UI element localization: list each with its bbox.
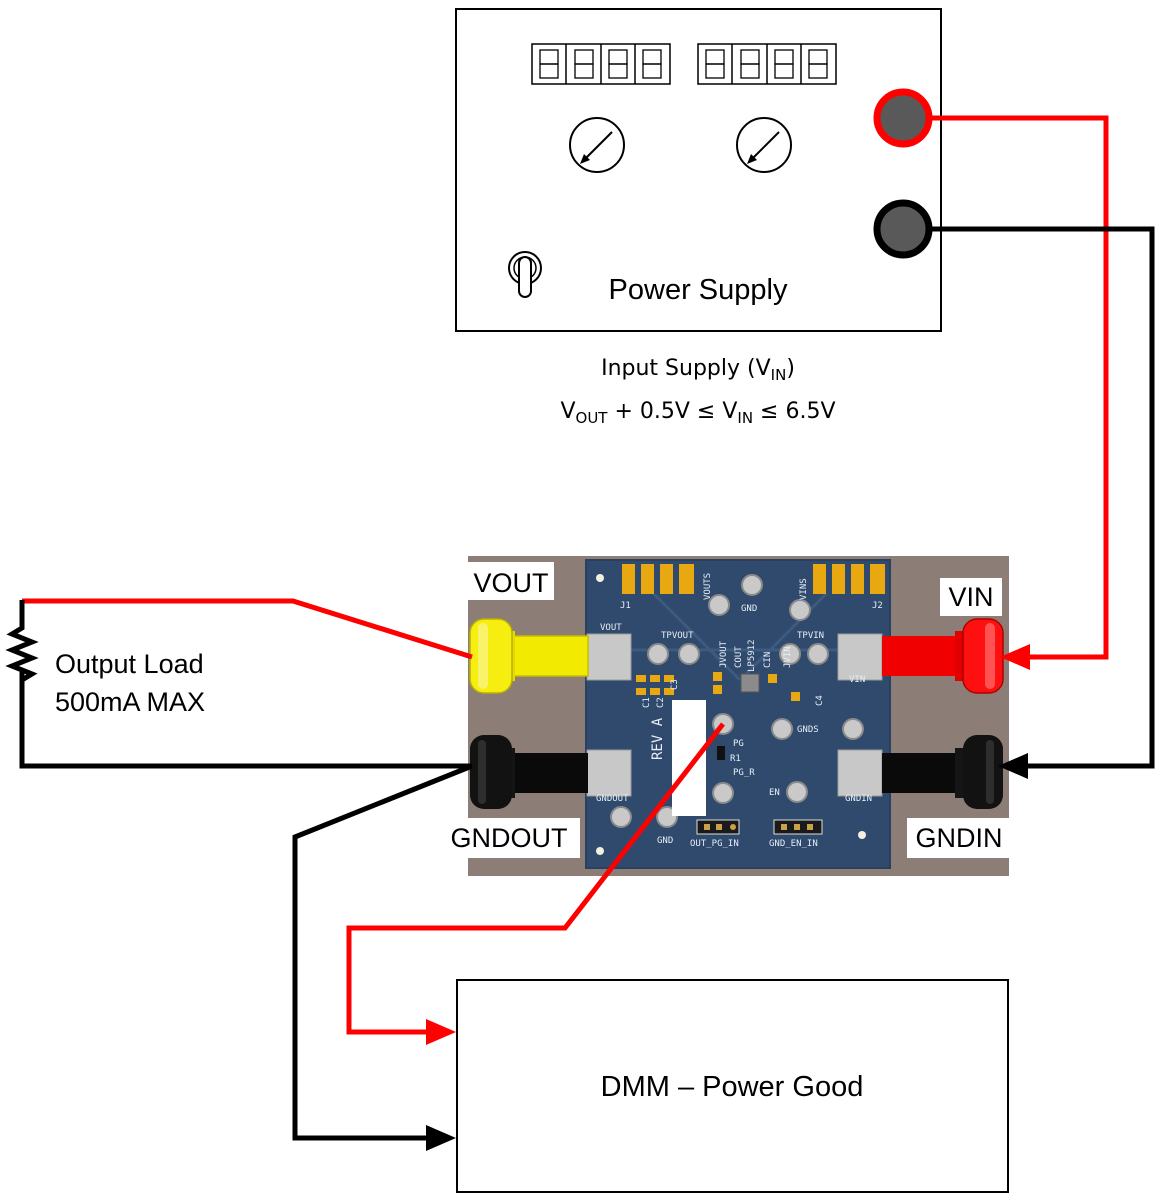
dmm-box: DMM – Power Good	[456, 979, 1009, 1193]
pcb-vin-label: VIN	[849, 675, 865, 685]
left-seven-segment-display	[531, 43, 671, 85]
pcb-vout-label: VOUT	[600, 623, 622, 633]
load-label-line1: Output Load	[55, 649, 204, 679]
right-seven-segment-display	[697, 43, 837, 85]
power-toggle-switch-icon[interactable]	[508, 251, 542, 298]
gndin-label-bg	[907, 818, 1011, 858]
jumper-gnd-en-in[interactable]	[773, 819, 823, 835]
pcb-lp5912-label: LP5912	[747, 639, 757, 672]
load-label-line2: 500mA MAX	[55, 687, 205, 717]
pcb-tpvin-label: TPVIN	[797, 631, 824, 641]
pcb-pg-label: PG	[733, 739, 744, 749]
pcb-rev-label: REV A	[650, 717, 666, 760]
power-supply-label: Power Supply	[609, 274, 788, 306]
power-supply: Power Supply	[455, 8, 942, 332]
gndout-banana-connector[interactable]	[470, 735, 588, 809]
voltage-knob-icon[interactable]	[569, 117, 625, 173]
pcb-en-label: EN	[769, 788, 780, 798]
vin-red-wire	[929, 115, 1109, 660]
header-j2	[813, 564, 885, 594]
gndin-label: GNDIN	[916, 823, 1003, 853]
pcb-jvin-label: JVIN	[783, 646, 793, 668]
capacitors	[636, 672, 800, 701]
pcb-gnds-label: GNDS	[797, 725, 819, 735]
pg-red-wire	[346, 722, 725, 1035]
pcb-gnd-top-label: GND	[741, 604, 757, 614]
test-points	[610, 574, 864, 828]
pcb-pg-r-label: PG_R	[733, 768, 755, 778]
dmm-gnd-black-wire	[292, 763, 473, 1141]
dmm-pg-arrow-icon	[426, 1019, 456, 1045]
pcb-out-pg-in-label: OUT_PG_IN	[690, 839, 739, 849]
pcb-cin-label: CIN	[763, 652, 773, 668]
jumper-out-pg-in[interactable]	[696, 819, 740, 835]
pcb-r1-label: R1	[730, 754, 741, 764]
pcb-c4-label: C4	[815, 695, 825, 706]
ldo-ic	[740, 673, 760, 693]
j2-label: J2	[872, 601, 883, 611]
gndout-label: GNDOUT	[451, 823, 568, 853]
dmm-gnd-arrow-icon	[426, 1125, 456, 1151]
vout-banana-connector[interactable]	[469, 618, 589, 694]
pcb-jvout-label: JVOUT	[719, 640, 729, 668]
pcb-gnd-bottom-label: GND	[657, 836, 673, 846]
vout-label: VOUT	[473, 568, 548, 598]
gndin-banana-connector[interactable]	[882, 735, 1003, 809]
vout-pad	[586, 633, 632, 681]
vin-label: VIN	[948, 582, 993, 612]
resistor-r1	[717, 746, 725, 760]
pcb-cout-label: COUT	[734, 646, 744, 668]
pcb-tpvout-label: TPVOUT	[661, 631, 694, 641]
pcb-gndin-label: GNDIN	[845, 794, 872, 804]
gndout-pad	[586, 749, 632, 797]
gndin-black-wire	[929, 226, 1155, 769]
pcb-c3-label: C3	[670, 679, 680, 690]
vout-label-bg	[468, 562, 554, 600]
gndin-arrow-icon	[998, 753, 1028, 779]
pcb-c1-label: C1	[642, 697, 652, 708]
vin-arrow-icon	[1000, 644, 1030, 670]
vin-label-bg	[940, 578, 1002, 616]
pcb-c2-label: C2	[656, 697, 666, 708]
input-supply-label: Input Supply (VIN)	[601, 356, 795, 384]
dmm-label: DMM – Power Good	[601, 1071, 864, 1103]
pcb-vouts-label: VOUTS	[703, 573, 713, 600]
pcb	[585, 559, 891, 869]
input-voltage-range: VOUT + 0.5V ≤ VIN ≤ 6.5V	[560, 399, 835, 427]
current-knob-icon[interactable]	[736, 117, 792, 173]
j1-label: J1	[620, 601, 631, 611]
pcb-gndout-label: GNDOUT	[596, 794, 629, 804]
gndin-pad	[837, 749, 883, 797]
load-red-wire	[22, 598, 473, 660]
vin-pad	[837, 633, 883, 681]
header-j1	[622, 564, 694, 594]
silkscreen-label-area	[672, 700, 706, 816]
negative-terminal[interactable]	[873, 199, 933, 259]
pcb-vins-label: VINS	[799, 578, 809, 600]
positive-terminal[interactable]	[873, 88, 933, 148]
vin-banana-connector[interactable]	[882, 618, 1004, 694]
gndout-label-bg	[438, 818, 580, 858]
pcb-gnd-en-in-label: GND_EN_IN	[769, 839, 818, 849]
load-black-wire	[19, 672, 472, 769]
load-resistor-icon	[5, 600, 39, 690]
